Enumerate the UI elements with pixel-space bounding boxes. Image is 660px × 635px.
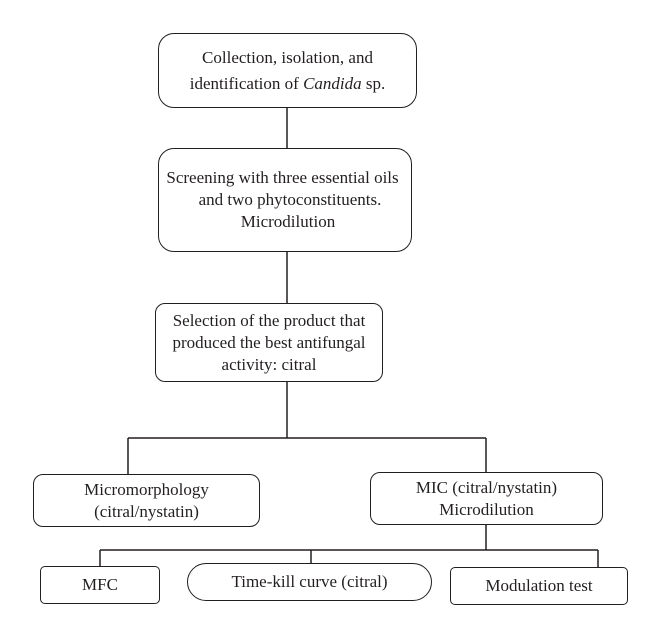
screening-line1: Screening with three essential oils bbox=[166, 168, 399, 187]
micromorphology-line1: Micromorphology bbox=[84, 479, 209, 499]
mic-line1: MIC (citral/nystatin) bbox=[415, 477, 558, 497]
collection-box: Collection, isolation, and identificatio… bbox=[158, 33, 417, 108]
time-kill-label: Time-kill curve (citral) bbox=[231, 572, 388, 591]
screening-line2: and two phytoconstituents. bbox=[198, 190, 382, 209]
selection-box: Selection of the product that produced t… bbox=[155, 303, 383, 382]
collection-line2-prefix: identification of bbox=[189, 73, 304, 93]
mfc-box: MFC bbox=[40, 566, 160, 604]
modulation-test-box: Modulation test bbox=[450, 567, 628, 605]
screening-box: Screening with three essential oils and … bbox=[158, 148, 412, 252]
selection-line3: activity: citral bbox=[221, 354, 317, 374]
modulation-label: Modulation test bbox=[485, 576, 593, 595]
collection-line2-suffix: sp. bbox=[361, 73, 386, 93]
selection-line2: produced the best antifungal bbox=[172, 332, 366, 352]
screening-line3: Microdilution bbox=[240, 212, 336, 231]
micromorphology-box: Micromorphology (citral/nystatin) bbox=[33, 474, 260, 527]
collection-line2: identification of Candida sp. bbox=[190, 71, 386, 97]
mfc-label: MFC bbox=[82, 575, 118, 594]
micromorphology-line2: (citral/nystatin) bbox=[94, 501, 199, 521]
mic-box: MIC (citral/nystatin) Microdilution bbox=[370, 472, 603, 525]
collection-line1: Collection, isolation, and bbox=[202, 47, 373, 67]
candida-italic: Candida bbox=[303, 73, 362, 93]
time-kill-curve-box: Time-kill curve (citral) bbox=[187, 563, 432, 601]
mic-line2: Microdilution bbox=[439, 499, 534, 519]
selection-line1: Selection of the product that bbox=[172, 310, 366, 330]
